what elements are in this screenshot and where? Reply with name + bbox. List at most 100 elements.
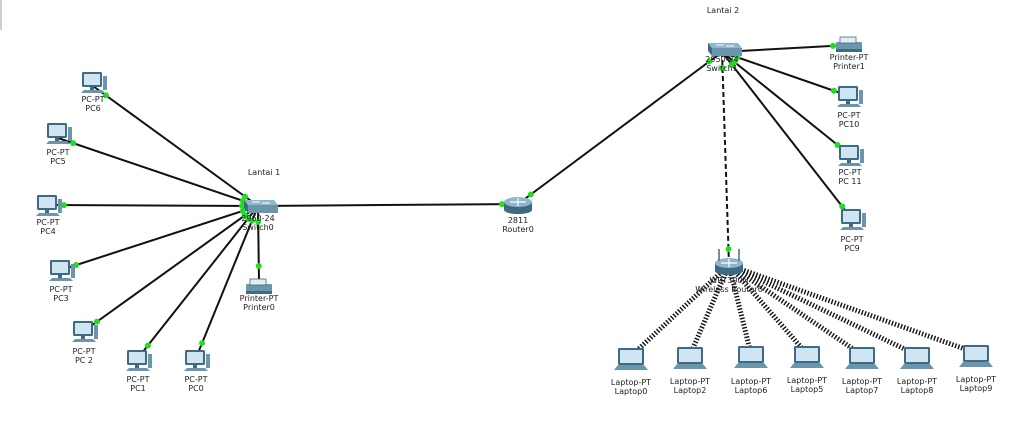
device-name-label: Printer1 [833,62,865,71]
port-light [499,201,506,208]
device-name-label: PC10 [839,120,860,129]
port-light [830,87,837,94]
device-model-label: Laptop-PT [956,375,996,384]
port-light [93,318,100,325]
device-model-label: PC-PT [184,375,207,384]
port-light [248,217,255,224]
device-name-label: Laptop8 [901,386,934,395]
device-model-label: Printer-PT [240,294,279,303]
device-name-label: PC0 [188,384,204,393]
link-wr0-laptop9[interactable] [728,262,977,356]
device-model-label: PC-PT [72,347,95,356]
area-label-lantai1: Lantai 1 [248,168,280,177]
device-name-label: PC3 [53,294,69,303]
link-wr0-laptop7[interactable] [727,262,864,358]
link-switch1-pc9[interactable] [721,51,853,220]
device-name-label: Laptop7 [846,386,879,395]
port-light [725,246,732,253]
port-light [60,202,67,209]
device-name-label: PC 11 [838,177,861,186]
link-switch0-router0[interactable] [257,201,519,209]
link-router0-switch1[interactable] [517,51,723,205]
port-light [199,340,206,347]
port-light [102,92,109,99]
link-switch1-pc11[interactable] [721,51,851,156]
laptop-icon [790,346,824,368]
device-model-label: PC-PT [837,111,860,120]
pc-icon [46,123,72,144]
device-name-label: PC 2 [75,356,93,365]
link-switch0-pc6[interactable] [92,85,259,207]
laptop-icon [959,345,993,367]
device-model-label: 2811 [508,216,528,225]
device-name-label: Wireless Router0 [695,285,763,294]
port-light [144,342,151,349]
device-name-label: Laptop6 [735,386,768,395]
labels-layer: Lantai 1 Lantai 2 [248,6,739,177]
link-switch0-printer0[interactable] [255,205,262,283]
link-wr0-laptop2[interactable] [687,264,732,356]
device-name-label: PC6 [85,104,101,113]
device-name-label: Router0 [502,225,534,234]
pc-icon [81,72,107,93]
link-wr0-laptop6[interactable] [726,264,754,355]
link-switch1-wr0[interactable] [719,51,732,266]
pc-icon [837,86,863,107]
device-model-label: Laptop-PT [611,378,651,387]
device-model-label: PC-PT [36,218,59,227]
device-name-label: PC1 [130,384,146,393]
device-name-label: Laptop9 [960,384,993,393]
device-model-label: Printer-PT [830,53,869,62]
link-wr0-laptop5[interactable] [727,263,809,356]
device-name-label: Laptop2 [674,386,707,395]
device-model-label: WRT300N [709,276,748,285]
link-switch0-pc1[interactable] [137,205,259,359]
switch-icon [708,43,742,56]
pc-icon [72,321,98,342]
device-name-label: Laptop5 [791,385,824,394]
device-name-label: Switch0 [242,223,274,232]
port-light [839,203,846,210]
link-switch0-pc5[interactable] [57,137,259,207]
device-name-label: Switch1 [706,64,738,73]
link-switch0-pc0[interactable] [195,205,259,359]
device-name-label: PC5 [50,157,66,166]
link-switch0-pc3[interactable] [60,205,259,271]
area-label-lantai2: Lantai 2 [707,6,739,15]
laptop-icon [673,347,707,369]
port-light [70,140,77,147]
device-model-label: Laptop-PT [787,376,827,385]
device-model-label: PC-PT [49,285,72,294]
link-wr0-laptop8[interactable] [727,262,919,358]
link-switch0-pc4[interactable] [47,202,259,209]
laptop-icon [845,347,879,369]
device-model-label: Laptop-PT [670,377,710,386]
device-model-label: PC-PT [81,95,104,104]
port-light [706,58,713,65]
